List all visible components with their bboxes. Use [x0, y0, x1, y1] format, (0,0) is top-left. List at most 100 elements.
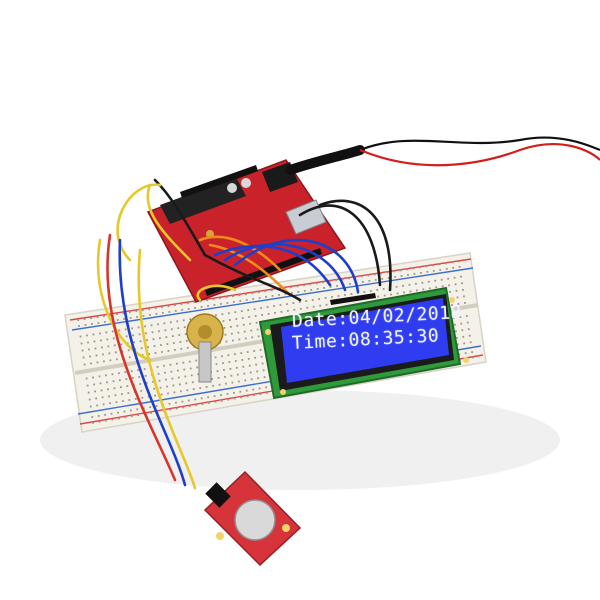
breadboard-hole [463, 342, 466, 345]
breadboard-hole [154, 307, 157, 310]
breadboard-hole [79, 335, 82, 338]
breadboard-hole [155, 405, 158, 407]
breadboard-hole [174, 310, 177, 312]
breadboard-hole [336, 285, 338, 287]
breadboard-hole [200, 306, 203, 308]
breadboard-hole [175, 401, 177, 404]
breadboard-hole [115, 313, 118, 316]
breadboard-hole [406, 268, 409, 271]
breadboard-hole [101, 396, 104, 399]
breadboard-hole [225, 382, 227, 385]
breadboard-hole [361, 281, 364, 283]
breadboard-hole [200, 397, 203, 400]
breadboard-hole [106, 381, 108, 384]
breadboard-hole [220, 399, 223, 402]
breadboard-hole [161, 306, 163, 309]
breadboard-hole [105, 374, 107, 377]
breadboard-hole [263, 376, 266, 379]
breadboard-hole [298, 301, 301, 303]
breadboard-hole [129, 409, 132, 412]
breadboard-hole [228, 361, 231, 363]
breadboard-hole [434, 279, 437, 282]
breadboard-hole [440, 278, 443, 281]
breadboard-hole [354, 276, 357, 279]
breadboard-hole [165, 336, 168, 339]
breadboard-hole [167, 392, 169, 395]
breadboard-hole [127, 349, 130, 352]
breadboard-hole [174, 304, 176, 307]
breadboard-hole [170, 370, 173, 373]
breadboard-hole [457, 260, 460, 263]
breadboard-hole [220, 394, 222, 396]
breadboard-hole [453, 276, 456, 279]
breadboard-hole [195, 359, 198, 362]
breadboard-hole [144, 325, 146, 328]
breadboard-hole [228, 319, 231, 321]
breadboard-hole [337, 295, 340, 297]
breadboard-hole [250, 378, 253, 381]
breadboard-hole [142, 315, 145, 317]
breadboard-hole [435, 286, 438, 289]
breadboard-hole [158, 330, 160, 333]
breadboard-hole [219, 297, 222, 300]
breadboard-hole [261, 314, 264, 316]
breadboard-hole [243, 372, 246, 375]
breadboard-hole [310, 289, 313, 291]
breadboard-hole [130, 415, 133, 418]
breadboard-hole [221, 313, 224, 316]
breadboard-hole [293, 308, 296, 311]
breadboard-hole [246, 351, 249, 353]
breadboard-hole [183, 326, 186, 329]
breadboard-hole [184, 375, 187, 378]
breadboard-hole [462, 335, 465, 338]
breadboard-hole [184, 333, 187, 335]
breadboard-hole [164, 371, 166, 374]
breadboard-hole [224, 375, 226, 378]
breadboard-hole [274, 311, 276, 314]
breadboard-hole [108, 352, 111, 355]
breadboard-hole [367, 274, 370, 277]
breadboard-hole [132, 334, 135, 337]
breadboard-hole [292, 302, 295, 304]
breadboard-hole [101, 346, 103, 349]
breadboard-hole [322, 281, 325, 284]
breadboard-hole [306, 306, 309, 309]
breadboard-hole [279, 304, 282, 306]
breadboard-hole [122, 400, 124, 402]
breadboard-hole [299, 307, 302, 310]
breadboard-hole [123, 410, 126, 413]
breadboard-hole [270, 289, 273, 292]
breadboard-hole [350, 293, 353, 295]
breadboard-hole [84, 324, 87, 326]
breadboard-hole [155, 313, 158, 315]
breadboard-hole [188, 360, 191, 363]
breadboard-hole [152, 338, 155, 341]
breadboard-hole [168, 311, 171, 313]
breadboard-hole [226, 302, 229, 304]
breadboard-hole [403, 291, 405, 294]
breadboard-hole [453, 317, 455, 320]
breadboard-hole [215, 363, 218, 366]
breadboard-hole [425, 265, 428, 268]
breadboard-hole [95, 354, 98, 357]
breadboard-hole [290, 286, 292, 289]
breadboard-hole [145, 381, 148, 384]
breadboard-hole [207, 396, 210, 399]
breadboard-hole [284, 293, 287, 295]
breadboard-hole [190, 374, 193, 377]
breadboard-hole [399, 269, 402, 272]
breadboard-hole [92, 421, 95, 424]
breadboard-hole [377, 295, 380, 298]
breadboard-hole [217, 377, 220, 379]
breadboard-hole [140, 389, 143, 392]
breadboard-hole [402, 284, 404, 287]
breadboard-hole [151, 331, 154, 334]
breadboard-hole [215, 314, 217, 317]
breadboard-hole [157, 323, 159, 326]
breadboard-hole [213, 395, 216, 398]
breadboard-hole [254, 315, 257, 317]
breadboard-hole [112, 337, 115, 340]
breadboard-hole [171, 335, 174, 338]
breadboard-hole [178, 334, 181, 336]
breadboard-hole [216, 370, 219, 372]
